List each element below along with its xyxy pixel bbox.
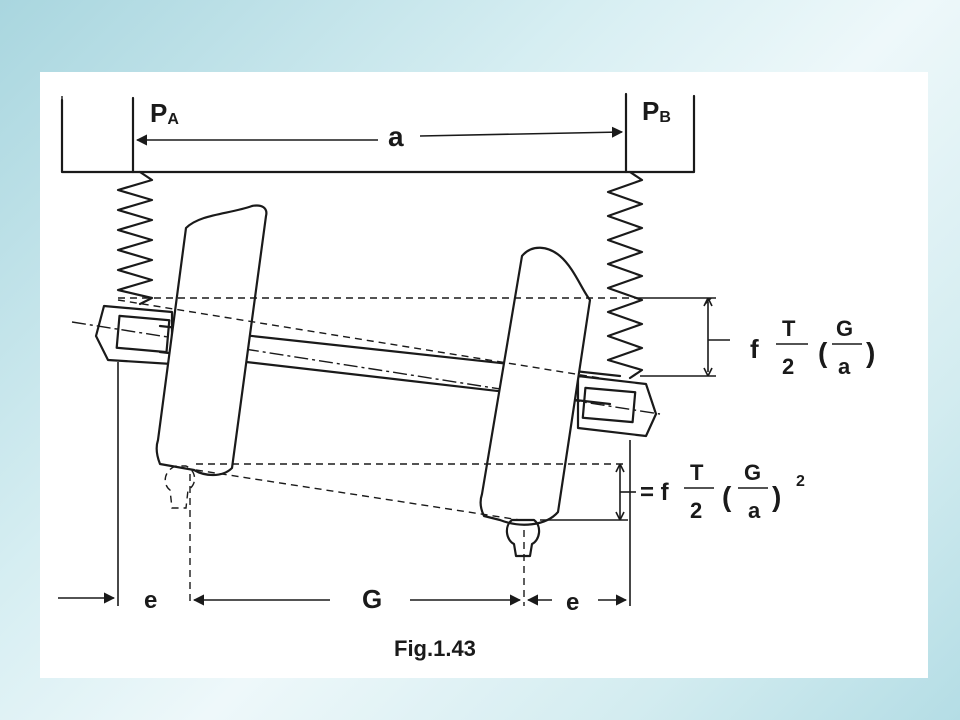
formula-axle: f T 2 ( G a ) xyxy=(750,316,875,379)
axle-box-right xyxy=(576,374,658,438)
svg-text:(: ( xyxy=(818,337,828,368)
svg-text:(: ( xyxy=(722,481,732,512)
spring-right xyxy=(606,170,644,380)
svg-text:): ) xyxy=(772,481,781,512)
axle-box-left xyxy=(94,304,174,366)
svg-text:T: T xyxy=(690,460,704,485)
wheel-right xyxy=(479,246,592,526)
frame-beam xyxy=(60,94,696,174)
svg-text:2: 2 xyxy=(796,473,805,490)
offset-right-label: e xyxy=(566,589,579,616)
rail-left xyxy=(164,465,196,509)
rail-right xyxy=(505,518,541,558)
svg-text:G: G xyxy=(744,460,761,485)
figure-caption: Fig.1.43 xyxy=(394,636,476,661)
svg-text:G: G xyxy=(836,316,853,341)
dimension-axle-drop xyxy=(640,297,730,377)
dimension-a xyxy=(135,126,624,146)
spring-left xyxy=(116,170,154,306)
axle-deflect-line xyxy=(117,299,601,379)
wheel-left xyxy=(155,204,268,477)
rail-deflect-line xyxy=(195,469,521,521)
svg-text:f: f xyxy=(750,334,759,364)
offset-left-label: e xyxy=(144,587,157,614)
gauge-label: G xyxy=(362,584,382,614)
svg-text:2: 2 xyxy=(782,354,794,379)
spring-spacing-label: a xyxy=(388,121,404,152)
formula-rail: = f T 2 ( G a ) 2 xyxy=(640,460,805,523)
dimension-rail-drop xyxy=(615,463,636,521)
svg-text:= f: = f xyxy=(640,479,670,506)
force-a-label: PA xyxy=(150,98,179,128)
force-b-label: PB xyxy=(642,96,671,126)
svg-text:a: a xyxy=(838,354,851,379)
svg-text:a: a xyxy=(748,498,761,523)
svg-text:): ) xyxy=(866,337,875,368)
svg-text:T: T xyxy=(782,316,796,341)
svg-text:2: 2 xyxy=(690,498,702,523)
